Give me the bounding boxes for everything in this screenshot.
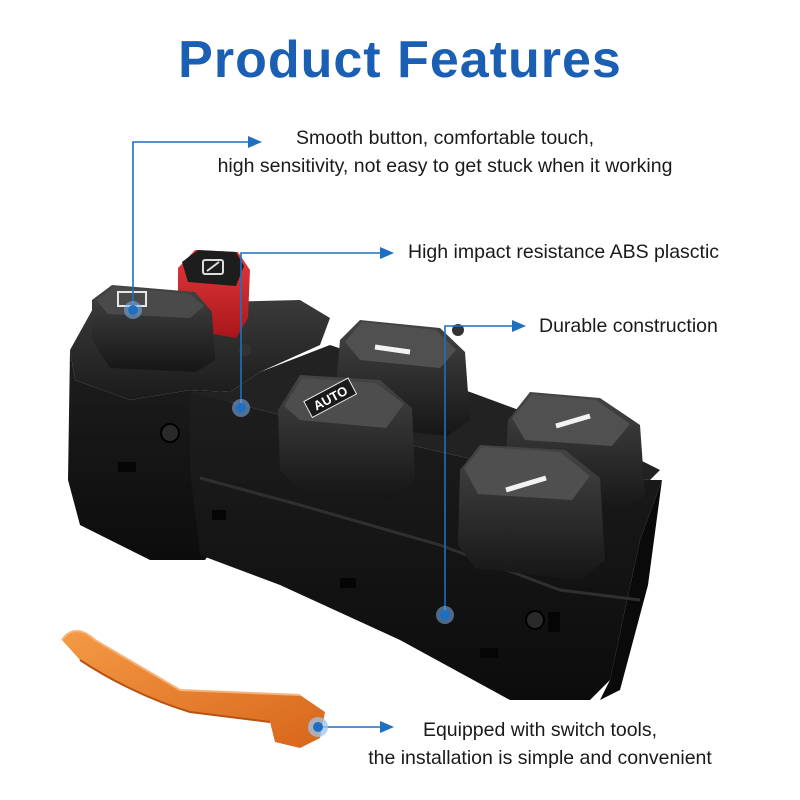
callout-line: high sensitivity, not easy to get stuck …: [217, 155, 673, 177]
callout-line: High impact resistance ABS plasctic: [408, 241, 720, 263]
driver-small-button: [92, 285, 215, 372]
pry-tool: [61, 630, 325, 748]
callout-switch-tools: Equipped with switch tools, the installa…: [340, 716, 740, 772]
callout-arrowheads: [248, 136, 526, 733]
callout-smooth-button: Smooth button, comfortable touch, high s…: [150, 124, 740, 180]
callout-pointers: [132, 141, 517, 728]
rocker-switch-front-right: [458, 445, 605, 580]
callout-abs-plastic: High impact resistance ABS plasctic: [408, 238, 719, 266]
page-title: Product Features: [178, 31, 622, 89]
callout-durable: Durable construction: [539, 312, 718, 340]
callout-line: Durable construction: [539, 315, 718, 337]
callout-dots: [124, 301, 454, 737]
rocker-switch-auto: AUTO: [278, 375, 415, 498]
callout-line: Smooth button, comfortable touch,: [295, 127, 595, 149]
callout-line: the installation is simple and convenien…: [368, 747, 712, 769]
callout-line: Equipped with switch tools,: [422, 719, 658, 741]
